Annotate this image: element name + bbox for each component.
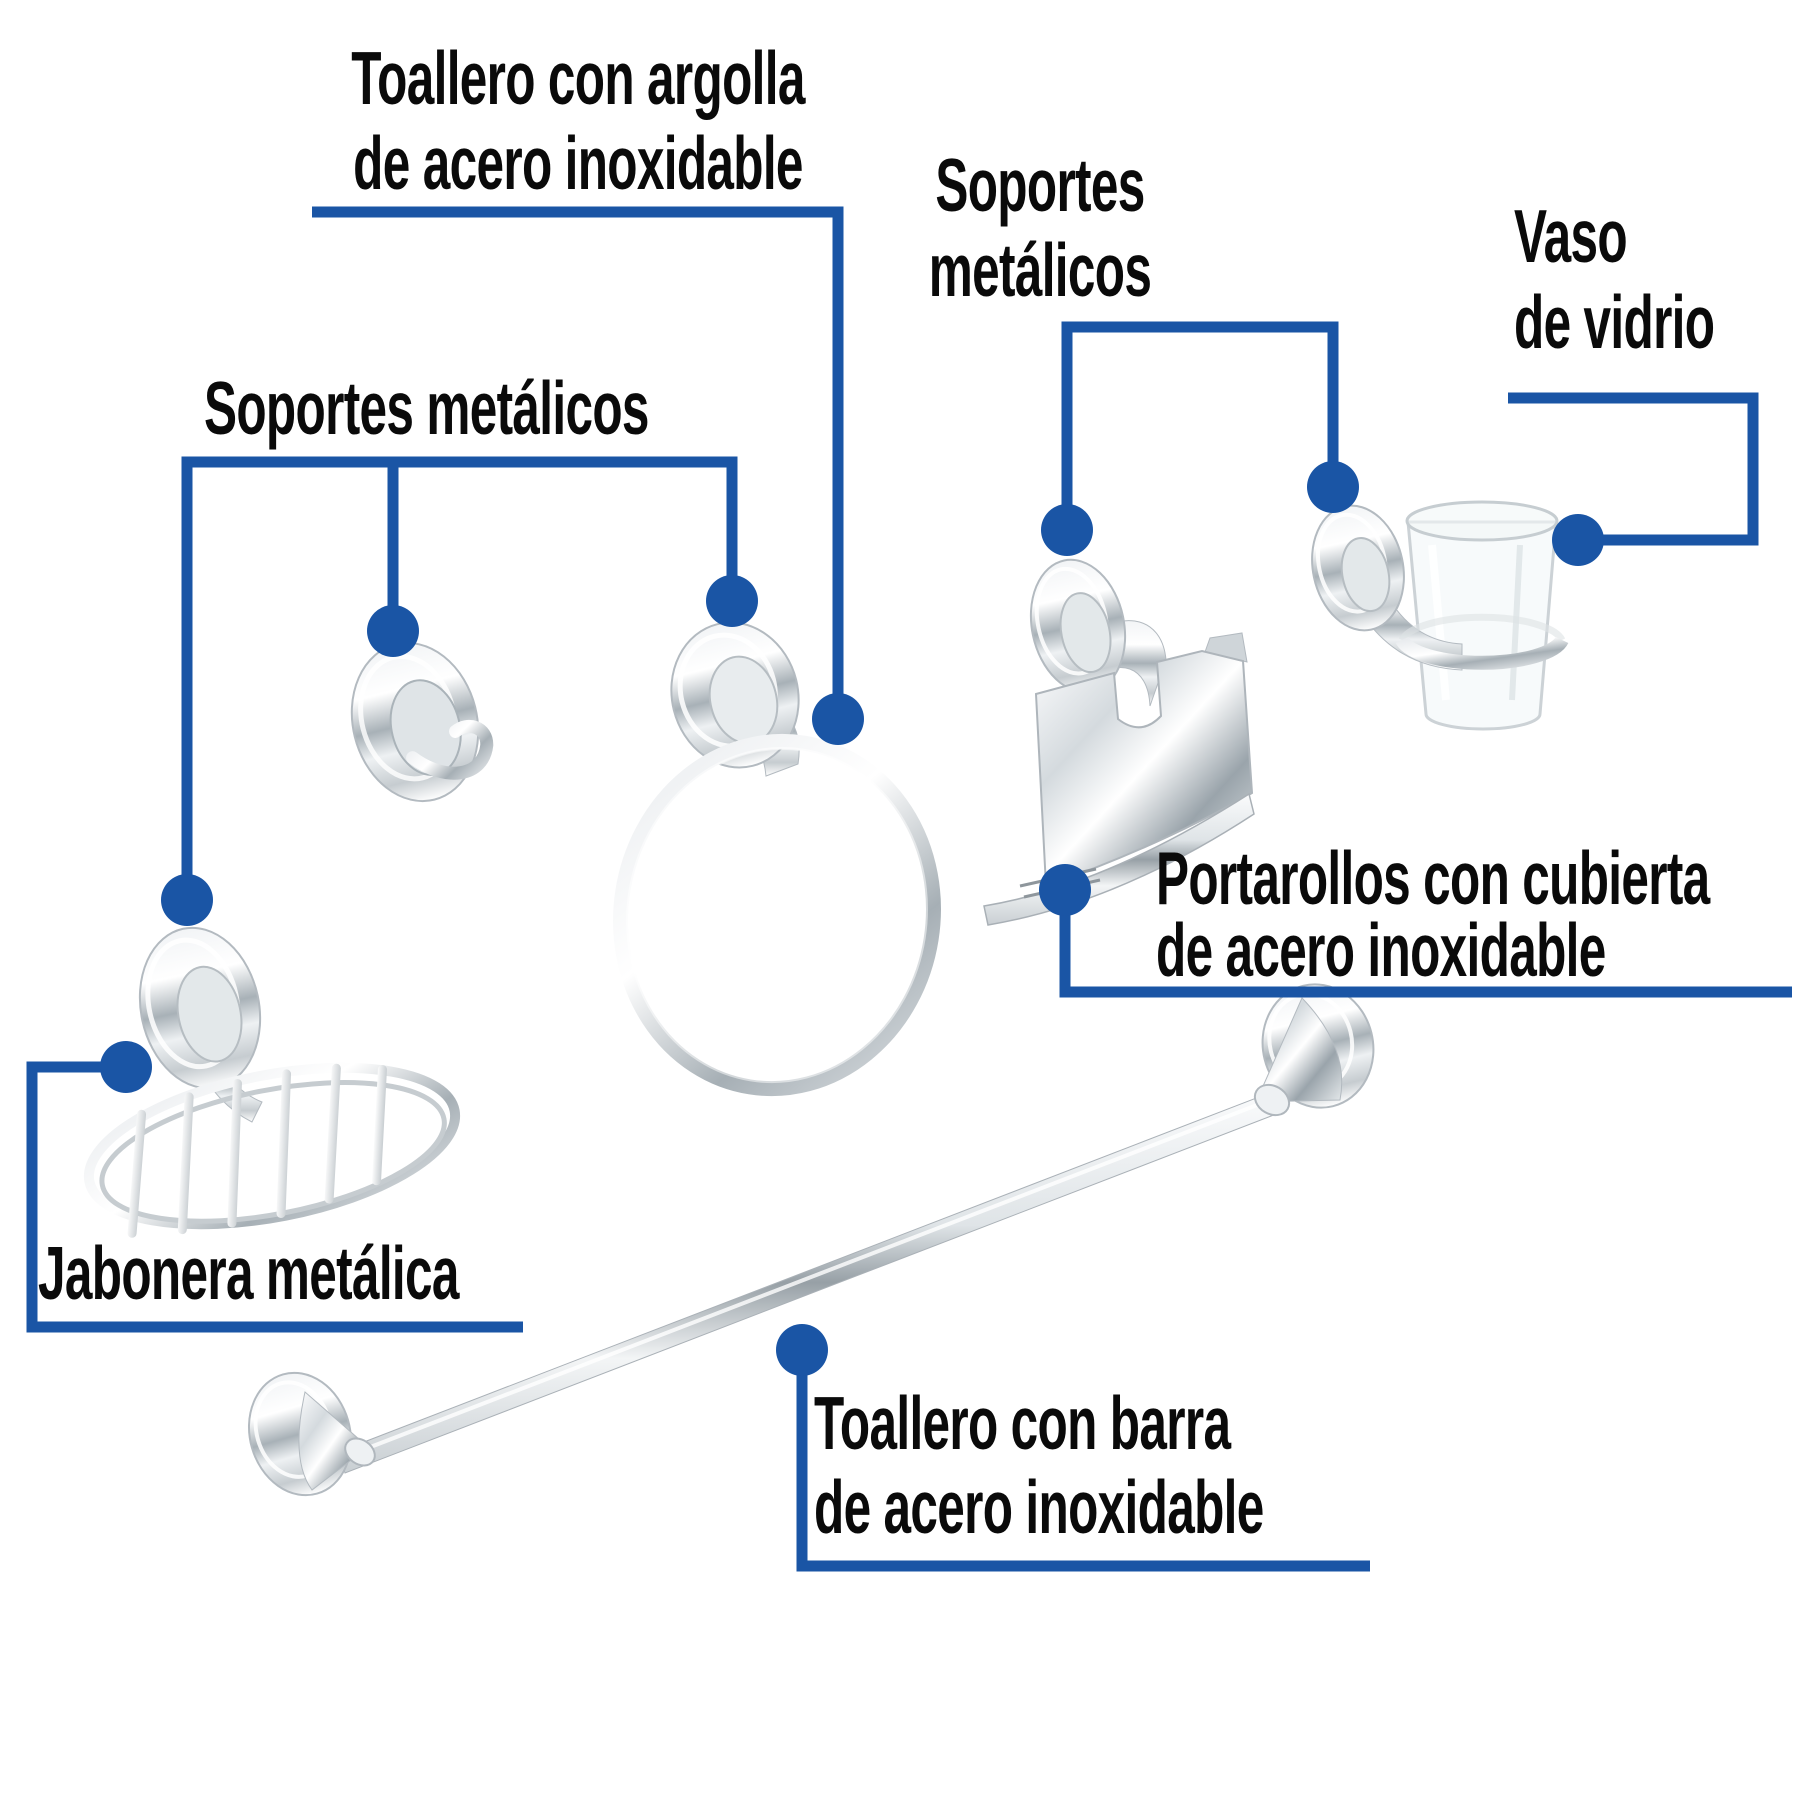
callout-line-soportes-left <box>181 456 738 896</box>
label-portarollos: Portarollos con cubierta de acero inoxid… <box>1156 841 1710 992</box>
cup-holder-mount <box>1311 504 1405 632</box>
towel-bar-highlight <box>341 1098 1271 1460</box>
towel-bar-right-cone <box>1255 997 1343 1103</box>
soap-dish-basket <box>83 1062 461 1238</box>
label-line: de acero inoxidable <box>353 121 803 205</box>
label-soportes-metalicos-left: Soportes metálicos <box>204 366 649 451</box>
wall-hook-figure <box>350 641 494 803</box>
label-line: Soportes <box>935 143 1145 227</box>
callout-dot-paper-holder <box>1039 864 1091 916</box>
soap-dish-figure <box>83 926 461 1238</box>
label-line: Soportes metálicos <box>204 366 649 450</box>
callout-dot-towel-bar <box>776 1324 828 1376</box>
callout-line-jabonera <box>26 1061 523 1333</box>
callout-dot-paper-holder-support <box>1041 504 1093 556</box>
callout-dots <box>100 461 1604 1376</box>
label-line: metálicos <box>928 228 1152 312</box>
towel-ring-figure <box>613 621 941 1097</box>
cup-holder-band <box>1395 636 1569 670</box>
towel-bar-left-collar <box>344 1437 376 1467</box>
label-vaso-de-vidrio: Vaso de vidrio <box>1514 193 1715 365</box>
callout-line-toallero-barra <box>796 1352 1370 1572</box>
callout-dot-towel-ring <box>812 693 864 745</box>
wall-hook-curl <box>406 719 494 780</box>
label-line: Jabonera metálica <box>38 1231 459 1315</box>
label-line: Toallero con barra <box>814 1381 1231 1465</box>
callout-line-toallero-argolla <box>312 206 844 714</box>
glass-cup-holder-figure <box>1311 500 1569 731</box>
callout-dot-glass-cup <box>1552 514 1604 566</box>
label-line: Portarollos con cubierta <box>1156 836 1710 920</box>
label-toallero-barra: Toallero con barra de acero inoxidable <box>814 1381 1264 1549</box>
callout-dot-soap-dish <box>100 1041 152 1093</box>
towel-bar-right-collar <box>1253 1083 1291 1117</box>
callout-lines <box>26 206 1792 1572</box>
label-jabonera-metalica: Jabonera metálica <box>38 1231 459 1316</box>
towel-ring-mount <box>670 621 800 769</box>
towel-ring-ring <box>613 733 941 1097</box>
soap-dish-mount <box>138 926 262 1090</box>
callout-dot-ring-support <box>706 575 758 627</box>
callout-dot-soap-dish-support <box>161 874 213 926</box>
callout-line-portarollos <box>1059 893 1792 998</box>
label-line: de vidrio <box>1514 280 1715 364</box>
label-line: Toallero con argolla <box>351 36 805 120</box>
callout-dot-cup-holder-support <box>1307 461 1359 513</box>
label-line: Vaso <box>1514 194 1628 278</box>
label-soportes-metalicos-right: Soportes metálicos <box>928 143 1152 313</box>
label-toallero-argolla: Toallero con argolla de acero inoxidable <box>351 36 805 206</box>
glass-cup-rim <box>1405 500 1559 542</box>
label-line: de acero inoxidable <box>814 1465 1264 1549</box>
callout-line-soportes-right <box>1061 321 1339 525</box>
label-line: de acero inoxidable <box>1156 908 1606 992</box>
cup-holder-band-back <box>1398 613 1566 642</box>
callout-line-vaso <box>1508 392 1759 546</box>
towel-bar-left-cone <box>298 1391 369 1491</box>
paper-holder-mount <box>1029 558 1127 694</box>
towel-bar-figure <box>247 983 1375 1497</box>
callout-dot-hook-support <box>367 605 419 657</box>
